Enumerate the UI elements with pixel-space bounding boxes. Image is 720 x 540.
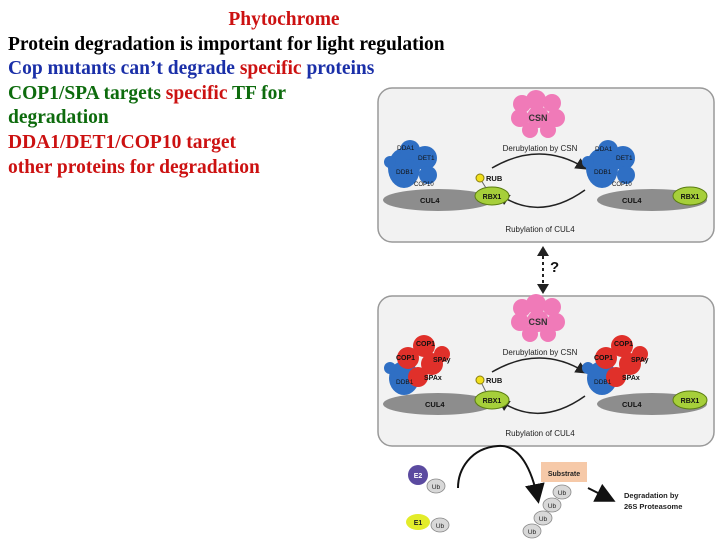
derub-arrow-top xyxy=(491,153,588,170)
text-line-4: COP1/SPA targets specific TF for xyxy=(8,82,568,107)
ddb1-right-bottom: DDB1 xyxy=(594,379,612,386)
cul4-left-top: CUL4 xyxy=(420,196,440,205)
cop1b-right-bottom: COP1 xyxy=(594,355,613,362)
rbx1-left-top: RBX1 xyxy=(483,194,502,201)
csn-label-top: CSN xyxy=(528,113,547,123)
text-4b: specific xyxy=(165,82,228,104)
rubylation-label-bottom: Rubylation of CUL4 xyxy=(505,429,575,438)
question-mark: ? xyxy=(550,259,559,276)
rub-label-bottom: RUB xyxy=(486,376,503,385)
text-line-6: DDA1/DET1/COP10 target xyxy=(8,131,237,153)
text-line-2: Protein degradation is important for lig… xyxy=(8,33,445,55)
cop1a-right-bottom: COP1 xyxy=(614,341,633,348)
right-complex-bottom: CUL4 COP1 COP1 SPAy SPAx DDB1 RBX1 xyxy=(582,335,708,415)
csn-complex-top: CSN xyxy=(511,90,565,138)
spay-right-bottom: SPAy xyxy=(631,357,649,364)
ub-transfer-arrow xyxy=(457,444,545,504)
ub-e1: Ub xyxy=(436,523,445,530)
degradation-line-2: 26S Proteasome xyxy=(624,502,682,511)
e1-group: E1 Ub xyxy=(406,514,450,533)
text-4c: TF for xyxy=(227,82,287,104)
degradation-line-1: Degradation by xyxy=(624,491,679,500)
ub-chain-3: Ub xyxy=(539,516,548,523)
rbx1-right-top: RBX1 xyxy=(681,194,700,201)
cul4-left-bottom: CUL4 xyxy=(425,400,445,409)
cop1b-left-bottom: COP1 xyxy=(396,355,415,362)
derub-arrow-bottom xyxy=(491,357,588,374)
ddb1-right-top: DDB1 xyxy=(594,169,612,176)
text-3c: proteins xyxy=(301,58,375,80)
e2-label: E2 xyxy=(414,473,423,480)
spax-right-bottom: SPAx xyxy=(622,375,640,382)
left-complex-top: CUL4 DDA1 DET1 DDB1 COP10 RBX1 RUB xyxy=(383,140,510,211)
degradation-arrow xyxy=(587,483,616,502)
ub-chain-2: Ub xyxy=(548,503,557,510)
cop1a-left-bottom: COP1 xyxy=(416,341,435,348)
left-complex-bottom: CUL4 COP1 COP1 SPAy SPAx DDB1 RBX1 RUB xyxy=(383,335,510,415)
csn-label-bottom: CSN xyxy=(528,317,547,327)
det1-left-top: DET1 xyxy=(418,155,435,162)
dda1-right-top: DDA1 xyxy=(595,146,613,153)
rub-arrow-bottom xyxy=(497,395,586,414)
text-3a: Cop mutants can’t degrade xyxy=(8,58,240,80)
slide-text: Phytochrome Protein degradation is impor… xyxy=(8,8,568,180)
ub-chain-4: Ub xyxy=(528,529,537,536)
rbx1-left-bottom: RBX1 xyxy=(483,398,502,405)
ub-e2: Ub xyxy=(432,484,441,491)
substrate-label: Substrate xyxy=(548,471,580,478)
e1-label: E1 xyxy=(414,520,423,527)
text-line-5: degradation xyxy=(8,107,109,129)
det1-right-top: DET1 xyxy=(616,155,633,162)
text-4a: COP1/SPA targets xyxy=(8,82,166,104)
rbx1-right-bottom: RBX1 xyxy=(681,398,700,405)
right-complex-top: CUL4 DDA1 DET1 DDB1 COP10 RBX1 xyxy=(582,140,708,211)
rubylation-label-top: Rubylation of CUL4 xyxy=(505,225,575,234)
dda1-left-top: DDA1 xyxy=(397,145,415,152)
ddb1-left-bottom: DDB1 xyxy=(396,379,414,386)
slide-title: Phytochrome xyxy=(228,9,340,30)
spax-left-bottom: SPAx xyxy=(424,375,442,382)
rub-label-top: RUB xyxy=(486,174,503,183)
cul4-right-top: CUL4 xyxy=(622,196,642,205)
substrate-group: Substrate Ub Ub Ub Ub xyxy=(522,462,587,539)
derub-label-bottom: Derubylation by CSN xyxy=(503,348,578,357)
ub-chain-1: Ub xyxy=(558,490,567,497)
cop10-left-top: COP10 xyxy=(414,182,434,188)
text-line-3: Cop mutants can’t degrade specific prote… xyxy=(8,57,568,82)
derub-label-top: Derubylation by CSN xyxy=(503,144,578,153)
text-3b: specific xyxy=(239,58,302,80)
cop10-right-top: COP10 xyxy=(612,182,632,188)
cul4-right-bottom: CUL4 xyxy=(622,400,642,409)
ddb1-left-top: DDB1 xyxy=(396,169,414,176)
e2-group: E2 Ub xyxy=(408,465,446,494)
spay-left-bottom: SPAy xyxy=(433,357,451,364)
text-line-7: other proteins for degradation xyxy=(8,156,260,178)
csn-complex-bottom: CSN xyxy=(511,294,565,342)
